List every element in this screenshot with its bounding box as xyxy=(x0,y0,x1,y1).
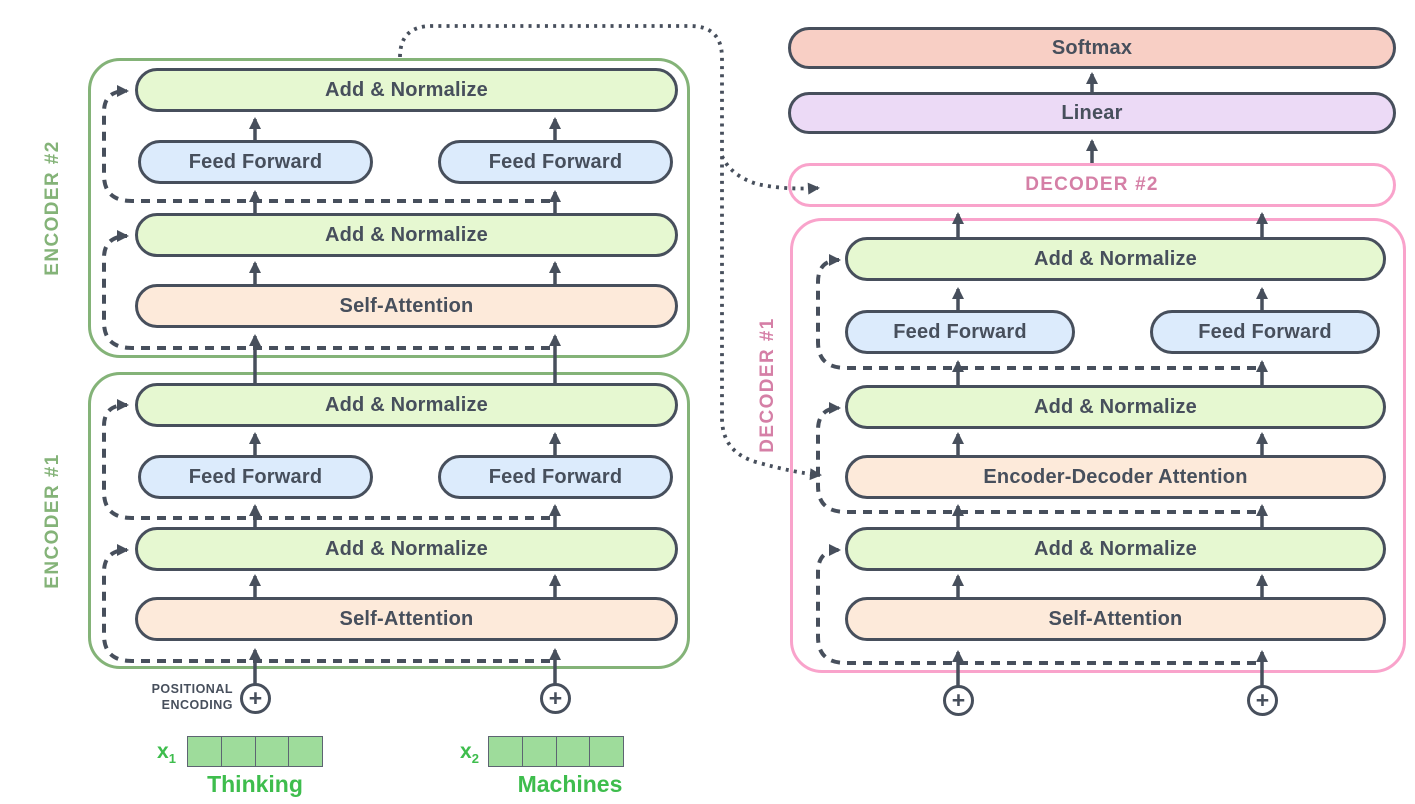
decoder1-feed-forward-left: Feed Forward xyxy=(845,310,1075,354)
positional-encoding-add-icon: + xyxy=(943,685,974,716)
embedding-cell xyxy=(254,737,289,766)
encoder2-feed-forward-left: Feed Forward xyxy=(138,140,373,184)
decoder1-feed-forward-right: Feed Forward xyxy=(1150,310,1380,354)
decoder1-add-normalize-bottom: Add & Normalize xyxy=(845,527,1386,571)
embedding-cell xyxy=(555,737,590,766)
embedding-cell xyxy=(589,737,623,766)
input-word-machines: Machines xyxy=(517,771,623,797)
x2-base: x xyxy=(460,740,472,763)
encoder1-add-normalize-bottom: Add & Normalize xyxy=(135,527,678,571)
encoder-2-label: ENCODER #2 xyxy=(42,140,63,276)
decoder-1-label: DECODER #1 xyxy=(757,317,778,453)
embedding-cell xyxy=(489,737,522,766)
positional-encoding-line2: ENCODING xyxy=(161,698,233,713)
embedding-cell xyxy=(288,737,322,766)
encoder2-feed-forward-right: Feed Forward xyxy=(438,140,673,184)
positional-encoding-add-icon: + xyxy=(1247,685,1278,716)
embedding-vector-x2 xyxy=(488,736,624,767)
encoder1-add-normalize-top: Add & Normalize xyxy=(135,383,678,427)
x1-subscript: 1 xyxy=(168,751,176,767)
decoder1-encoder-decoder-attention: Encoder-Decoder Attention xyxy=(845,455,1386,499)
encoder-1-label: ENCODER #1 xyxy=(42,453,63,589)
embedding-vector-x1 xyxy=(187,736,323,767)
positional-encoding-label: POSITIONAL ENCODING xyxy=(100,681,233,714)
positional-encoding-add-icon: + xyxy=(240,683,271,714)
positional-encoding-line1: POSITIONAL xyxy=(151,682,233,696)
x1-base: x xyxy=(157,740,169,763)
decoder1-self-attention: Self-Attention xyxy=(845,597,1386,641)
embedding-x1-label: x1 xyxy=(157,740,176,766)
encoder2-add-normalize-bottom: Add & Normalize xyxy=(135,213,678,257)
embedding-cell xyxy=(521,737,556,766)
embedding-x2-label: x2 xyxy=(460,740,479,766)
embedding-cell xyxy=(220,737,255,766)
decoder1-add-normalize-top: Add & Normalize xyxy=(845,237,1386,281)
encoder-1-box xyxy=(88,372,690,669)
encoder2-self-attention: Self-Attention xyxy=(135,284,678,328)
decoder-2-pill: DECODER #2 xyxy=(788,163,1396,207)
softmax-pill: Softmax xyxy=(788,27,1396,69)
encoder1-feed-forward-right: Feed Forward xyxy=(438,455,673,499)
embedding-cell xyxy=(188,737,221,766)
encoder1-feed-forward-left: Feed Forward xyxy=(138,455,373,499)
input-word-thinking: Thinking xyxy=(207,771,303,797)
positional-encoding-add-icon: + xyxy=(540,683,571,714)
encoder1-self-attention: Self-Attention xyxy=(135,597,678,641)
linear-pill: Linear xyxy=(788,92,1396,134)
decoder1-add-normalize-mid: Add & Normalize xyxy=(845,385,1386,429)
encoder2-add-normalize-top: Add & Normalize xyxy=(135,68,678,112)
x2-subscript: 2 xyxy=(471,751,479,767)
